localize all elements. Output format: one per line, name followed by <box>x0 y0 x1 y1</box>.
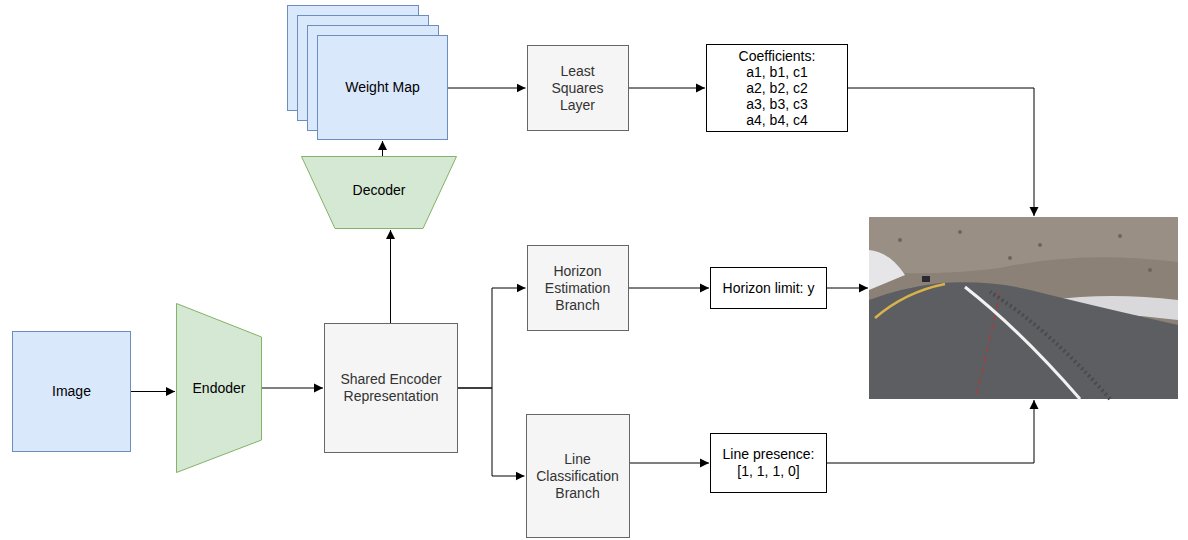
node-label: Decoder <box>353 182 406 199</box>
output-arrows <box>827 88 1034 463</box>
node-label: Horizon Estimation Branch <box>533 263 623 314</box>
node-label: Line presence: <box>723 446 815 463</box>
node-label: a3, b3, c3 <box>746 96 808 112</box>
road-photo <box>869 217 1178 399</box>
output-box: Horizon limit: y <box>710 267 827 309</box>
node-label: a2, b2, c2 <box>746 80 808 96</box>
node-label: Least Squares Layer <box>533 63 623 114</box>
output-box: Coefficients:a1, b1, c1a2, b2, c2a3, b3,… <box>706 44 848 132</box>
process-box: Least Squares Layer <box>527 45 629 131</box>
flow-arrow <box>630 463 710 464</box>
flow-arrow <box>382 141 383 156</box>
flow-arrow <box>629 88 706 89</box>
node-label: Endoder <box>193 380 246 397</box>
process-box: Horizon Estimation Branch <box>527 245 629 331</box>
node-label: a1, b1, c1 <box>746 64 808 80</box>
process-box: Line Classification Branch <box>526 414 630 538</box>
node-label: Coefficients: <box>739 48 816 64</box>
output-box: Line presence:[1, 1, 1, 0] <box>710 433 827 493</box>
decoder-trapezoid: Decoder <box>301 156 457 229</box>
flow-arrow <box>262 388 323 389</box>
flow-arrow <box>448 88 526 89</box>
flow-arrow <box>629 288 710 289</box>
node-label: Horizon limit: y <box>716 280 821 297</box>
node-label: Shared Encoder Representation <box>332 371 450 405</box>
node-label: Weight Map <box>328 79 438 96</box>
weight-map-box: Weight Map <box>317 35 448 140</box>
node-label: Line Classification Branch <box>532 451 624 502</box>
input-box: Image <box>12 331 131 452</box>
node-label: [1, 1, 1, 0] <box>737 463 799 480</box>
node-label: a4, b4, c4 <box>746 112 808 128</box>
flow-arrow <box>458 388 525 476</box>
flow-arrow <box>390 230 391 323</box>
node-label: Image <box>52 383 91 400</box>
flow-arrow <box>131 391 175 392</box>
encoder-trapezoid: Endoder <box>176 303 262 473</box>
flow-arrow <box>458 288 526 388</box>
process-box: Shared Encoder Representation <box>324 323 458 453</box>
